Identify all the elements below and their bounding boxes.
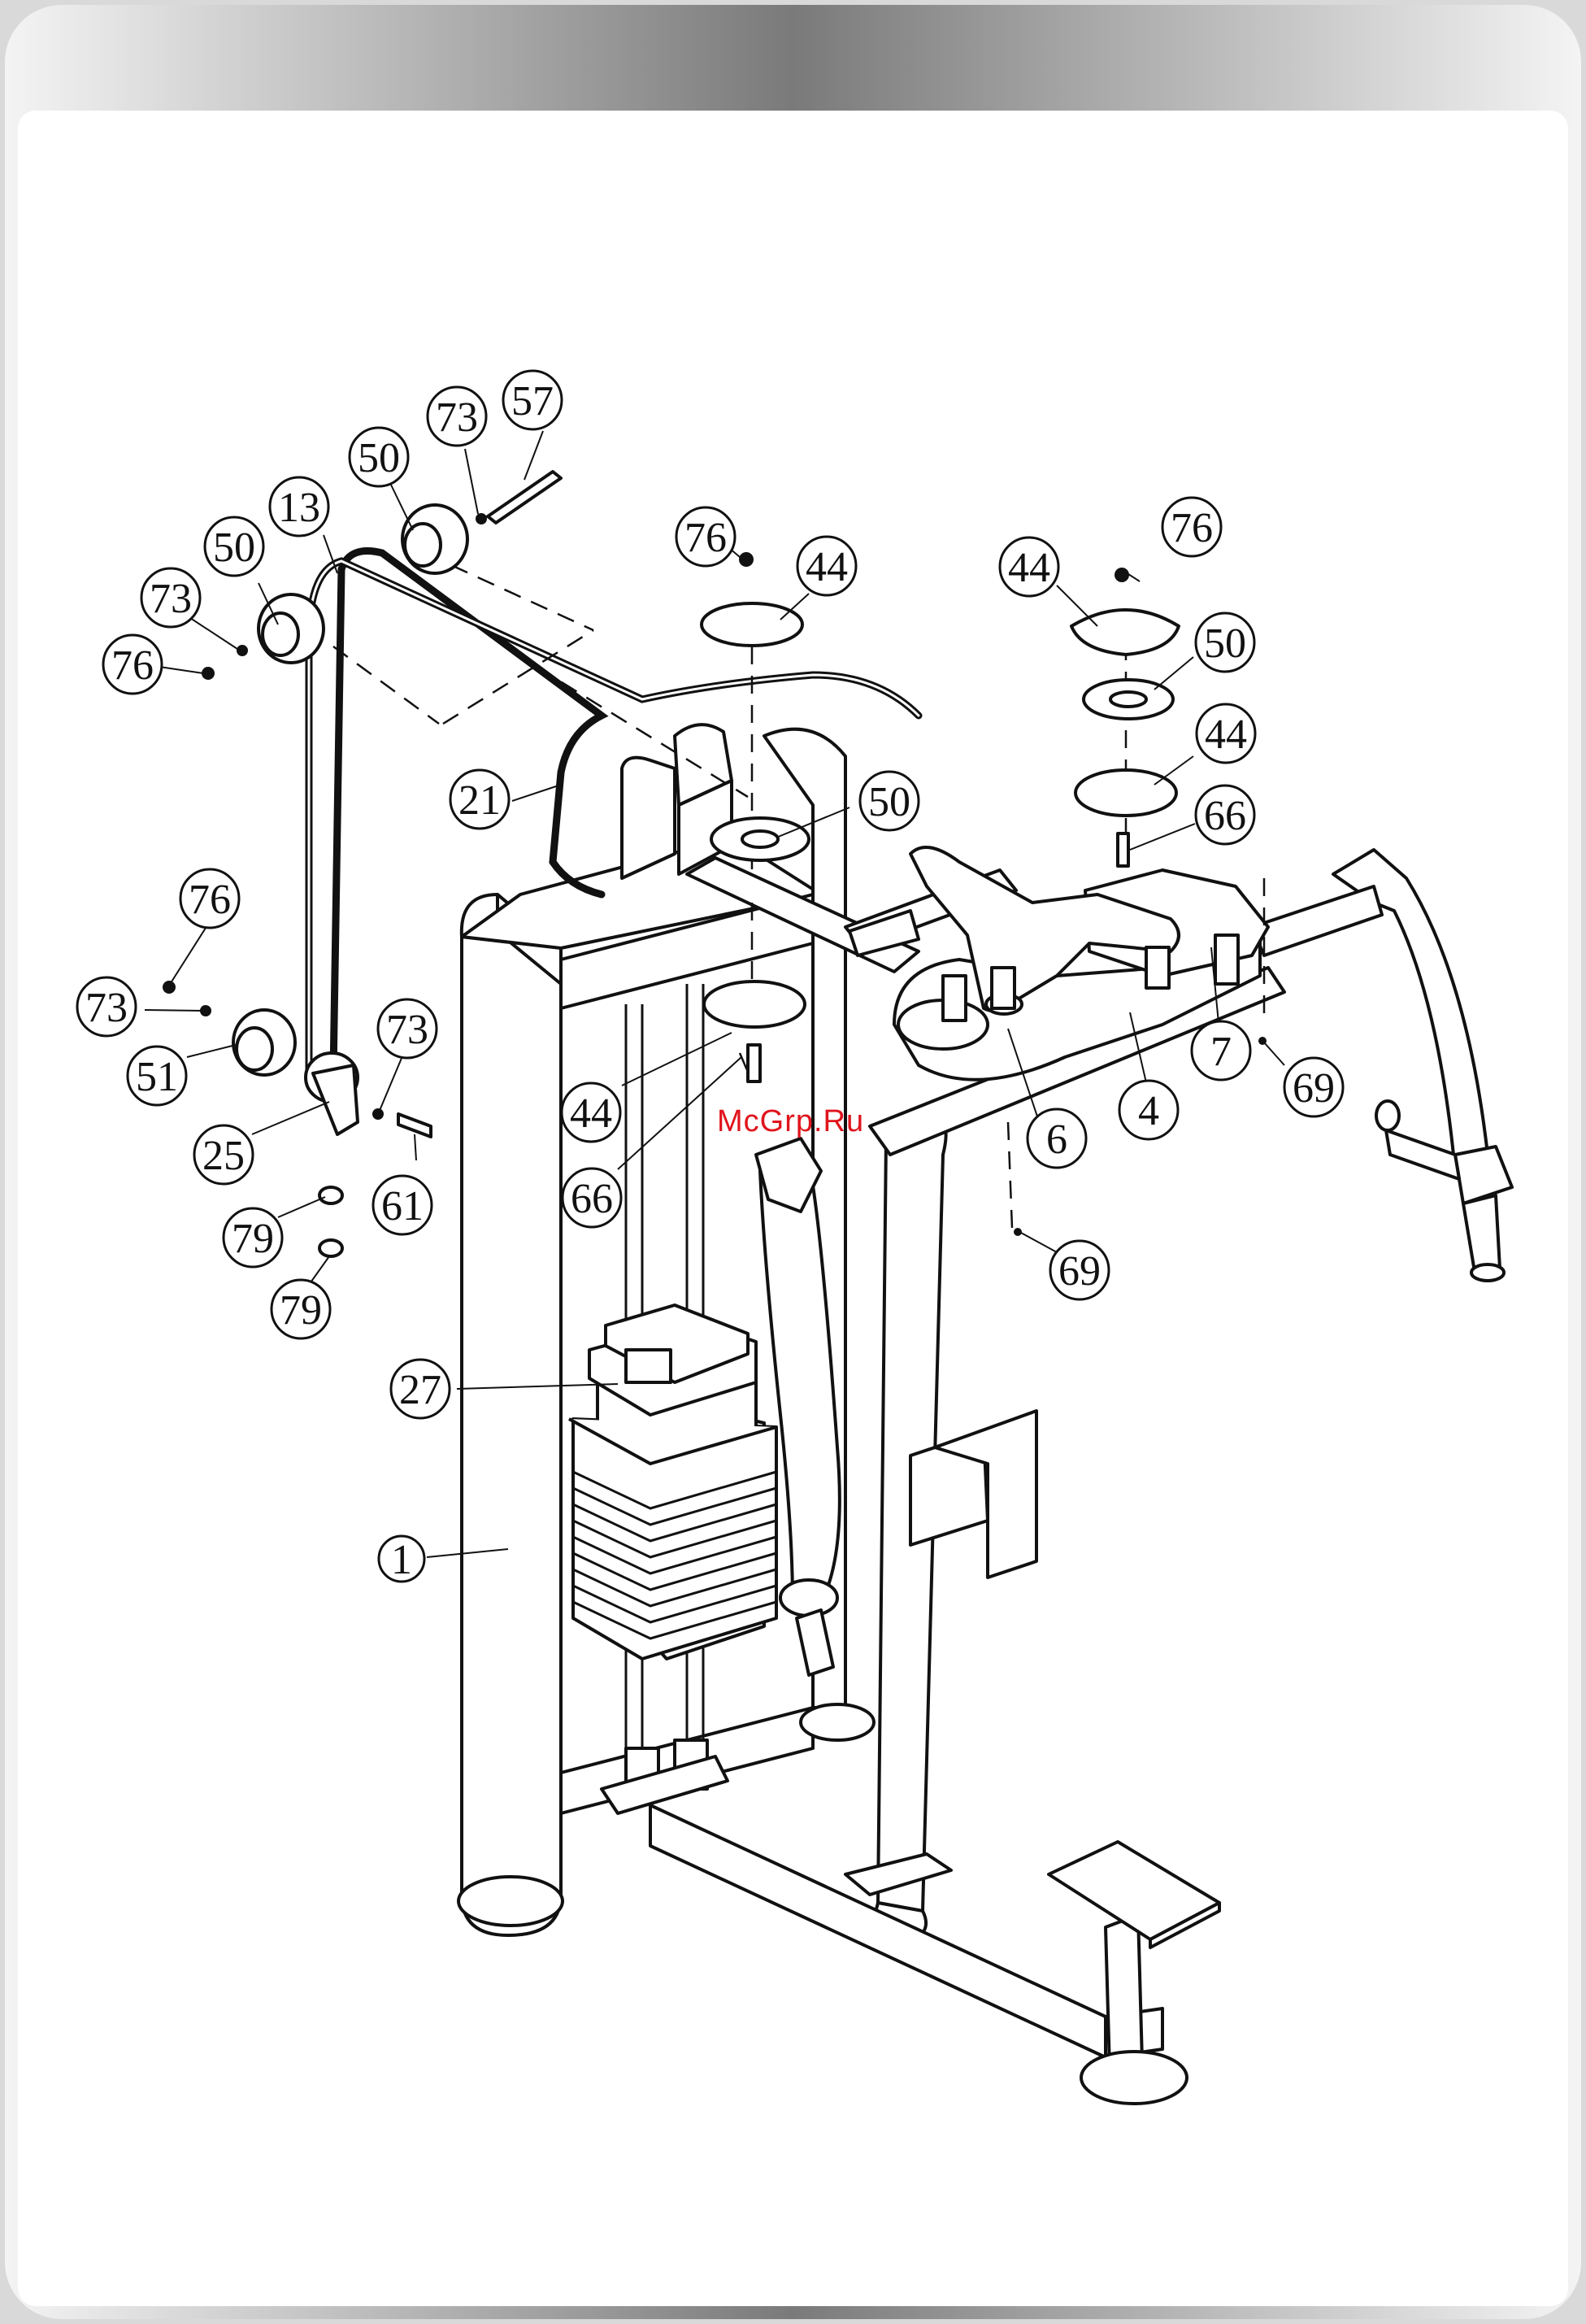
spider-44-right xyxy=(1075,770,1176,816)
svg-text:76: 76 xyxy=(111,642,154,689)
base-frame xyxy=(650,1805,1219,2104)
svg-text:73: 73 xyxy=(436,394,478,441)
callout-69: 69 xyxy=(1284,1058,1343,1116)
callout-44: 44 xyxy=(797,537,856,595)
svg-text:69: 69 xyxy=(1058,1248,1101,1295)
watermark-text: McGrp.Ru xyxy=(717,1104,864,1139)
svg-text:73: 73 xyxy=(386,1007,428,1053)
svg-text:69: 69 xyxy=(1293,1065,1335,1112)
nut-79a xyxy=(319,1187,342,1203)
callout-50: 50 xyxy=(205,517,263,576)
svg-text:50: 50 xyxy=(213,524,255,571)
svg-text:76: 76 xyxy=(189,877,231,923)
svg-text:76: 76 xyxy=(684,515,727,561)
callout-25: 25 xyxy=(194,1125,253,1184)
svg-text:1: 1 xyxy=(391,1537,412,1583)
callout-73: 73 xyxy=(378,999,437,1058)
callout-1: 1 xyxy=(379,1536,424,1583)
callout-50: 50 xyxy=(860,772,919,830)
svg-text:44: 44 xyxy=(1008,545,1050,591)
svg-text:44: 44 xyxy=(806,544,848,590)
callout-6: 6 xyxy=(1028,1109,1086,1168)
svg-text:21: 21 xyxy=(458,777,501,824)
nut-79b xyxy=(319,1240,342,1256)
callout-79: 79 xyxy=(224,1208,282,1267)
callout-4: 4 xyxy=(1119,1081,1178,1139)
pin-69-center xyxy=(1014,1228,1022,1236)
callout-51: 51 xyxy=(128,1047,186,1105)
callout-79: 79 xyxy=(272,1280,330,1338)
svg-text:27: 27 xyxy=(399,1367,441,1413)
svg-text:66: 66 xyxy=(571,1176,613,1222)
cover-44-left xyxy=(702,603,802,646)
svg-text:50: 50 xyxy=(358,435,400,481)
svg-text:44: 44 xyxy=(1205,712,1247,758)
callout-57: 57 xyxy=(503,371,562,429)
svg-text:61: 61 xyxy=(381,1183,424,1229)
callout-66: 66 xyxy=(1196,786,1254,844)
svg-text:44: 44 xyxy=(570,1090,612,1137)
svg-text:73: 73 xyxy=(150,576,192,622)
svg-text:79: 79 xyxy=(232,1216,274,1262)
callout-76: 76 xyxy=(1162,498,1221,556)
callout-76: 76 xyxy=(180,869,239,928)
callout-44: 44 xyxy=(1000,537,1058,596)
svg-text:50: 50 xyxy=(1204,620,1246,667)
svg-text:66: 66 xyxy=(1204,793,1246,839)
svg-text:7: 7 xyxy=(1210,1029,1232,1075)
center-pivot-tube xyxy=(870,1117,1036,1943)
bolt-61 xyxy=(398,1114,431,1137)
svg-text:6: 6 xyxy=(1046,1116,1067,1163)
callout-69: 69 xyxy=(1050,1241,1109,1299)
nut-76-right xyxy=(1115,568,1129,582)
svg-text:76: 76 xyxy=(1171,505,1213,551)
callout-73: 73 xyxy=(77,977,136,1036)
callout-61: 61 xyxy=(373,1176,432,1234)
callout-21: 21 xyxy=(450,770,509,829)
callout-44: 44 xyxy=(1197,704,1255,763)
callout-66: 66 xyxy=(563,1169,621,1227)
callout-13: 13 xyxy=(270,477,328,536)
callout-50: 50 xyxy=(1196,613,1254,672)
svg-text:79: 79 xyxy=(280,1287,322,1334)
callout-27: 27 xyxy=(391,1360,450,1418)
bolt-66-center xyxy=(748,1045,760,1081)
spider-44-center xyxy=(704,981,805,1027)
svg-text:73: 73 xyxy=(85,985,128,1031)
callout-44: 44 xyxy=(562,1083,620,1142)
callout-73: 73 xyxy=(141,568,200,627)
svg-text:57: 57 xyxy=(511,378,554,424)
svg-text:4: 4 xyxy=(1138,1088,1159,1134)
svg-text:13: 13 xyxy=(278,485,320,531)
svg-text:51: 51 xyxy=(136,1054,178,1100)
callout-76: 76 xyxy=(103,635,162,694)
callout-50: 50 xyxy=(350,428,408,486)
svg-text:25: 25 xyxy=(202,1133,245,1179)
nut-76-center xyxy=(739,552,754,567)
bolt-66-right xyxy=(1118,833,1128,866)
callout-76: 76 xyxy=(676,507,735,566)
svg-text:50: 50 xyxy=(868,779,910,825)
callout-7: 7 xyxy=(1192,1021,1250,1080)
callout-73: 73 xyxy=(428,387,486,446)
